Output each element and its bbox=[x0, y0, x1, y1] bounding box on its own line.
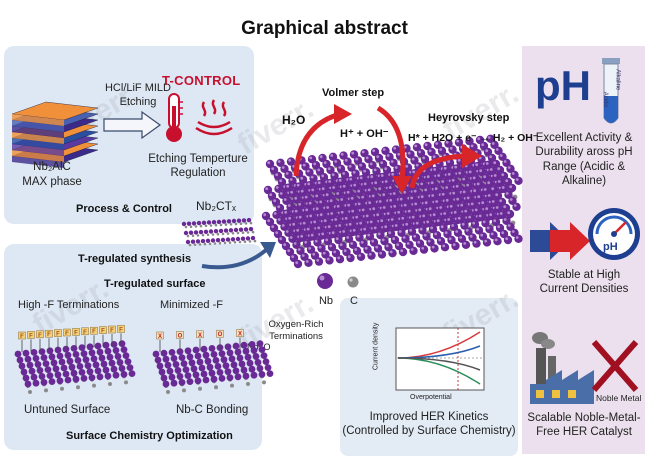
heyrovsky-step-label: Heyrovsky step bbox=[428, 112, 510, 124]
gauge-ph-label: pH bbox=[603, 241, 618, 253]
max-phase-stack bbox=[11, 101, 99, 168]
svg-text:F: F bbox=[101, 329, 105, 335]
nb-atom-legend bbox=[317, 273, 333, 289]
max-phase-label: MAX phase bbox=[22, 176, 82, 188]
ph-symbol: pH bbox=[535, 62, 591, 109]
kinetics-xlabel: Overpotential bbox=[410, 394, 452, 401]
c-legend-label: C bbox=[350, 295, 358, 307]
c-atom-legend bbox=[347, 276, 359, 288]
svg-text:F: F bbox=[29, 333, 33, 339]
svg-text:F: F bbox=[92, 329, 96, 335]
h-oh-label: H⁺ + OH⁻ bbox=[340, 128, 389, 140]
svg-text:F: F bbox=[83, 330, 87, 336]
heyrovsky-arrow bbox=[409, 144, 482, 189]
high-f-label: High -F Terminations bbox=[18, 299, 120, 311]
max-phase-formula: Nb₂AlC bbox=[33, 161, 71, 173]
svg-text:F: F bbox=[110, 328, 114, 334]
svg-text:F: F bbox=[20, 334, 24, 340]
tube-alkaline-label: Alkaline bbox=[614, 69, 621, 91]
surface-chemistry-label: Surface Chemistry Optimization bbox=[66, 430, 233, 442]
test-tube-icon bbox=[602, 58, 620, 124]
svg-text:F: F bbox=[56, 332, 60, 338]
nbc-bonding-label: Nb-C Bonding bbox=[176, 404, 249, 416]
heyrovsky-equation: H* + H2O + e⁻ → H₂ + OH⁻ bbox=[408, 132, 539, 144]
svg-text:F: F bbox=[38, 333, 42, 339]
polarization-plot bbox=[395, 327, 485, 391]
kinetics-ylabel: Current density bbox=[372, 322, 380, 371]
svg-text:X: X bbox=[238, 332, 242, 338]
nb-o-label: Nb–O bbox=[247, 342, 271, 352]
page-title: Graphical abstract bbox=[241, 18, 408, 39]
factory-icon bbox=[530, 332, 594, 404]
gauge-icon bbox=[588, 208, 640, 260]
tube-acidic-label: Acidic bbox=[601, 91, 608, 108]
process-control-label: Process & Control bbox=[76, 203, 172, 215]
h2o-label: H₂O bbox=[282, 113, 306, 127]
nb2ctx-flakes bbox=[181, 217, 257, 247]
kinetics-caption: Improved HER Kinetics (Controlled by Sur… bbox=[342, 411, 516, 438]
no-noble-metal-icon bbox=[591, 340, 639, 392]
untuned-surface-label: Untuned Surface bbox=[24, 404, 111, 416]
t-control-label: T-CONTROL bbox=[162, 73, 241, 88]
svg-text:F: F bbox=[119, 327, 123, 333]
noble-metal-label: Noble Metal bbox=[596, 393, 642, 403]
svg-text:F: F bbox=[74, 330, 78, 336]
double-arrow-icon bbox=[530, 222, 590, 260]
thermometer-icon bbox=[166, 93, 183, 142]
scalable-label: Scalable Noble-Metal- Free HER Catalyst bbox=[527, 412, 641, 439]
nb2ctx-label: Nb₂CTₓ bbox=[196, 199, 236, 213]
activity-label: Excellent Activity & Durability aross pH… bbox=[535, 132, 633, 188]
etching-label: HCl/LiF MILD Etching bbox=[104, 82, 171, 108]
svg-text:O: O bbox=[178, 333, 183, 339]
oxygen-rich-label: Oxygen-Rich Terminations bbox=[268, 319, 324, 342]
nb-legend-label: Nb bbox=[318, 295, 334, 307]
t-surface-label: T-regulated surface bbox=[104, 278, 206, 290]
heat-icon bbox=[195, 99, 233, 136]
stable-label: Stable at High Current Densities bbox=[539, 269, 629, 296]
etching-arrow bbox=[103, 110, 162, 140]
svg-text:F: F bbox=[47, 332, 51, 338]
etching-temp-label: Etching Temperture Regulation bbox=[148, 153, 248, 180]
svg-text:O: O bbox=[218, 332, 223, 338]
minimized-f-label: Minimized -F bbox=[160, 299, 223, 311]
volmer-step-label: Volmer step bbox=[322, 87, 385, 99]
t-synthesis-label: T-regulated synthesis bbox=[78, 253, 192, 265]
synthesis-arrow bbox=[201, 242, 276, 270]
svg-text:F: F bbox=[65, 331, 69, 337]
svg-text:X: X bbox=[158, 334, 162, 340]
volmer-arrow bbox=[293, 104, 412, 194]
svg-text:X: X bbox=[198, 333, 202, 339]
